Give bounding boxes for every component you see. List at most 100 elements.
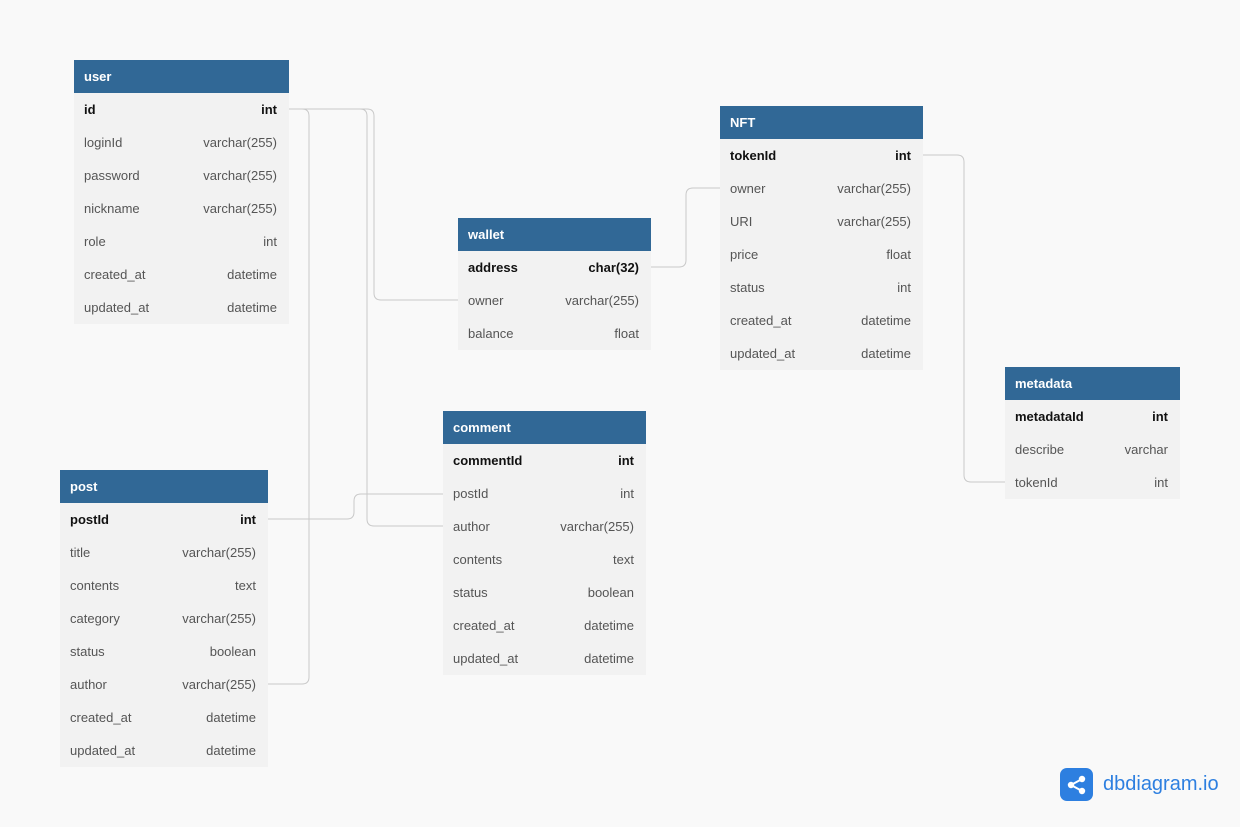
column-name: contents	[70, 578, 120, 593]
column-name: updated_at	[730, 346, 796, 361]
column-type: varchar(255)	[565, 293, 639, 308]
column-name: nickname	[84, 201, 140, 216]
column-row[interactable]: category varchar(255)	[60, 602, 268, 635]
relation-user-post[interactable]	[268, 108, 310, 685]
column-row[interactable]: owner varchar(255)	[458, 284, 651, 317]
column-type: text	[613, 552, 634, 567]
column-type: varchar(255)	[203, 135, 277, 150]
column-type: boolean	[209, 644, 256, 659]
relation-nft-metadata[interactable]	[923, 154, 1005, 483]
column-row[interactable]: created_at datetime	[74, 258, 289, 291]
table-header[interactable]: comment	[443, 411, 646, 444]
column-name: contents	[453, 552, 503, 567]
column-name: metadataId	[1015, 409, 1084, 424]
column-name: id	[84, 102, 96, 117]
column-type: varchar(255)	[182, 677, 256, 692]
relation-user-wallet[interactable]	[289, 108, 458, 301]
column-name: created_at	[453, 618, 515, 633]
column-name: author	[70, 677, 107, 692]
column-row[interactable]: password varchar(255)	[74, 159, 289, 192]
column-name: category	[70, 611, 120, 626]
column-type: varchar(255)	[203, 168, 277, 183]
table-header[interactable]: post	[60, 470, 268, 503]
column-name: describe	[1015, 442, 1065, 457]
relation-post-comment[interactable]	[268, 493, 443, 520]
column-type: int	[240, 512, 256, 527]
column-type: float	[614, 326, 639, 341]
column-name: password	[84, 168, 140, 183]
column-name: owner	[468, 293, 504, 308]
brand[interactable]: dbdiagram.io	[1060, 768, 1219, 801]
column-type: varchar(255)	[837, 181, 911, 196]
brand-name: dbdiagram.io	[1103, 773, 1219, 795]
relation-wallet-nft[interactable]	[651, 187, 720, 268]
column-row[interactable]: created_at datetime	[443, 609, 646, 642]
primary-key-row[interactable]: metadataId int	[1005, 400, 1180, 433]
column-type: int	[620, 486, 634, 501]
column-type: datetime	[206, 710, 256, 725]
column-type: int	[618, 453, 634, 468]
column-row[interactable]: updated_at datetime	[60, 734, 268, 767]
column-name: URI	[730, 214, 753, 229]
column-type: datetime	[584, 618, 634, 633]
column-name: updated_at	[453, 651, 519, 666]
column-type: datetime	[227, 300, 277, 315]
column-row[interactable]: author varchar(255)	[60, 668, 268, 701]
column-name: tokenId	[730, 148, 777, 163]
column-name: created_at	[730, 313, 792, 328]
column-name: updated_at	[70, 743, 136, 758]
column-type: text	[235, 578, 256, 593]
column-row[interactable]: nickname varchar(255)	[74, 192, 289, 225]
column-row[interactable]: contents text	[443, 543, 646, 576]
column-type: int	[1152, 409, 1168, 424]
column-name: loginId	[84, 135, 123, 150]
table-header[interactable]: user	[74, 60, 289, 93]
primary-key-row[interactable]: tokenId int	[720, 139, 923, 172]
column-row[interactable]: contents text	[60, 569, 268, 602]
table-header[interactable]: wallet	[458, 218, 651, 251]
column-name: address	[468, 260, 518, 275]
column-type: varchar(255)	[837, 214, 911, 229]
column-type: int	[895, 148, 911, 163]
column-type: float	[886, 247, 911, 262]
column-row[interactable]: URI varchar(255)	[720, 205, 923, 238]
table-header[interactable]: NFT	[720, 106, 923, 139]
column-type: varchar(255)	[182, 545, 256, 560]
column-type: varchar(255)	[182, 611, 256, 626]
relation-user-comment[interactable]	[289, 108, 443, 527]
column-type: datetime	[227, 267, 277, 282]
column-row[interactable]: loginId varchar(255)	[74, 126, 289, 159]
column-name: created_at	[70, 710, 132, 725]
column-type: varchar(255)	[203, 201, 277, 216]
table-header[interactable]: metadata	[1005, 367, 1180, 400]
column-row[interactable]: created_at datetime	[60, 701, 268, 734]
column-name: created_at	[84, 267, 146, 282]
column-type: datetime	[206, 743, 256, 758]
